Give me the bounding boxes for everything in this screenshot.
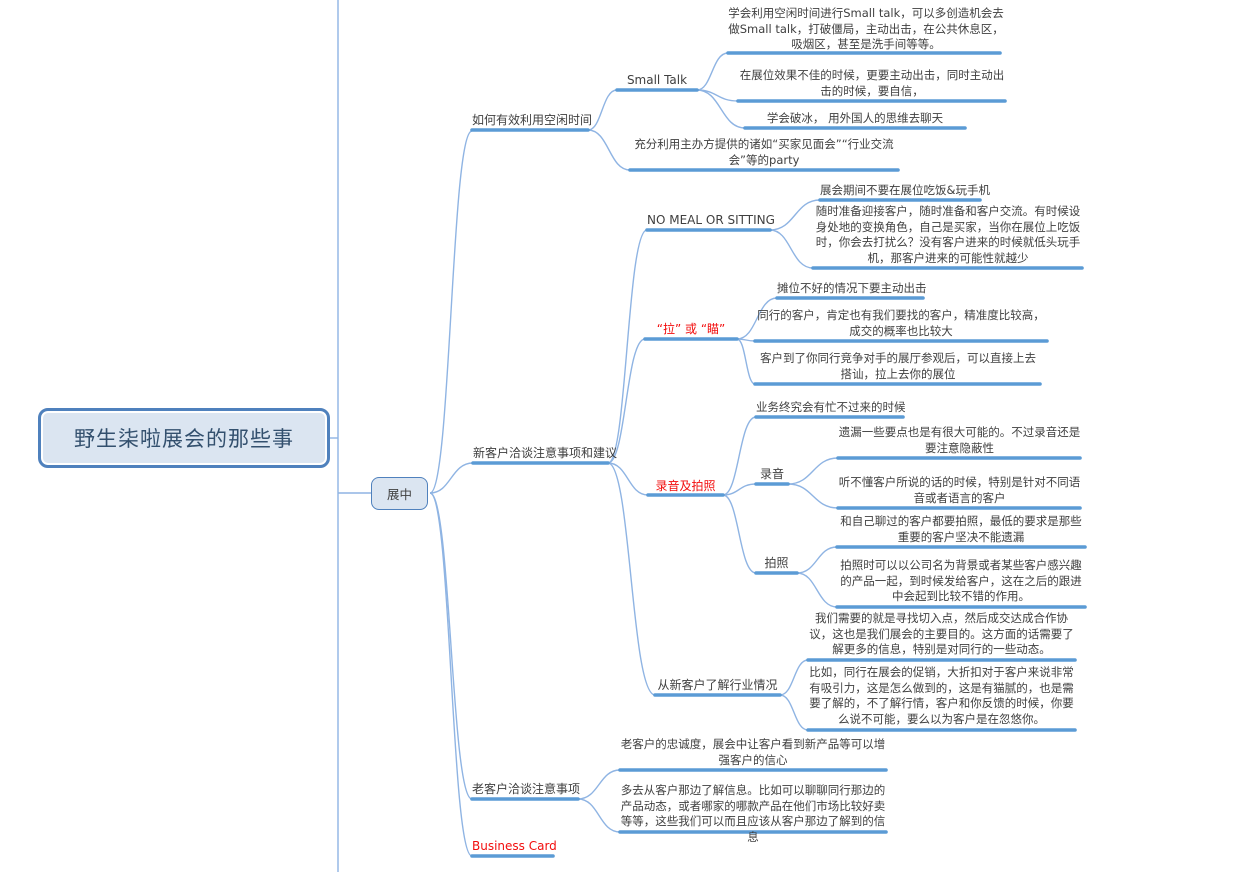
topic-party[interactable]: 充分利用主办方提供的诸如“买家见面会”“行业交流会”等的party xyxy=(634,137,894,167)
leaf-record-busy-note[interactable]: 业务终究会有忙不过来的时候 xyxy=(756,400,906,414)
stage-topic-label: 展中 xyxy=(386,487,412,502)
leaf-smalltalk-2[interactable]: 在展位效果不佳的时候，更要主动出击，同时主动出击的时候，要自信， xyxy=(739,68,1005,98)
leaf-photo-1[interactable]: 和自己聊过的客户都要拍照，最低的要求是那些重要的客户坚决不能遗漏 xyxy=(840,514,1082,544)
topic-learn-industry[interactable]: 从新客户了解行业情况 xyxy=(657,678,778,692)
branch-free-time[interactable]: 如何有效利用空闲时间 xyxy=(472,113,593,127)
root-topic-label: 野生柒啦展会的那些事 xyxy=(74,427,294,451)
leaf-nomeal-2[interactable]: 随时准备迎接客户，随时准备和客户交流。有时候设身处地的变换角色，自己是买家，当你… xyxy=(815,204,1081,265)
topic-photo[interactable]: 拍照 xyxy=(764,556,789,570)
leaf-photo-2[interactable]: 拍照时可以以公司名为背景或者某些客户感兴趣的产品一起，到时候发给客户，这在之后的… xyxy=(840,558,1082,603)
topic-pull-or-spot[interactable]: “拉” 或 “瞄” xyxy=(656,322,726,336)
leaf-old-1[interactable]: 老客户的忠诚度，展会中让客户看到新产品等可以增强客户的信心 xyxy=(620,737,886,767)
topic-no-meal-or-sitting[interactable]: NO MEAL OR SITTING xyxy=(647,213,775,227)
branch-old-customer[interactable]: 老客户洽谈注意事项 xyxy=(472,782,581,796)
leaf-pull-2[interactable]: 同行的客户，肯定也有我们要找的客户，精准度比较高，成交的概率也比较大 xyxy=(757,308,1045,338)
leaf-old-2[interactable]: 多去从客户那边了解信息。比如可以聊聊同行那边的产品动态，或者哪家的哪款产品在他们… xyxy=(620,783,886,844)
leaf-industry-2[interactable]: 比如，同行在展会的促销，大折扣对于客户来说非常有吸引力，这是怎么做到的，这是有猫… xyxy=(809,665,1074,726)
root-topic[interactable]: 野生柒啦展会的那些事 xyxy=(38,408,330,468)
topic-record-and-photo[interactable]: 录音及拍照 xyxy=(655,479,716,493)
leaf-smalltalk-1[interactable]: 学会利用空闲时间进行Small talk，可以多创造机会去做Small talk… xyxy=(728,6,1004,51)
leaf-pull-3[interactable]: 客户到了你同行竞争对手的展厅参观后，可以直接上去搭讪，拉上去你的展位 xyxy=(760,351,1036,381)
leaf-record-1[interactable]: 遗漏一些要点也是有很大可能的。不过录音还是要注意隐蔽性 xyxy=(838,425,1081,455)
topic-small-talk[interactable]: Small Talk xyxy=(626,73,688,87)
leaf-pull-1[interactable]: 摊位不好的情况下要主动出击 xyxy=(777,281,927,295)
leaf-nomeal-1[interactable]: 展会期间不要在展位吃饭&玩手机 xyxy=(820,183,990,197)
leaf-industry-1[interactable]: 我们需要的就是寻找切入点，然后成交达成合作协议，这也是我们展会的主要目的。这方面… xyxy=(809,611,1074,656)
branch-new-customer[interactable]: 新客户洽谈注意事项和建议 xyxy=(473,446,618,460)
stage-topic-zhanzhong[interactable]: 展中 xyxy=(371,477,428,510)
branch-business-card[interactable]: Business Card xyxy=(472,839,557,853)
leaf-record-2[interactable]: 听不懂客户所说的话的时候，特别是针对不同语音或者语言的客户 xyxy=(838,475,1081,505)
topic-record[interactable]: 录音 xyxy=(759,467,784,481)
leaf-smalltalk-3[interactable]: 学会破冰， 用外国人的思维去聊天 xyxy=(766,111,944,125)
